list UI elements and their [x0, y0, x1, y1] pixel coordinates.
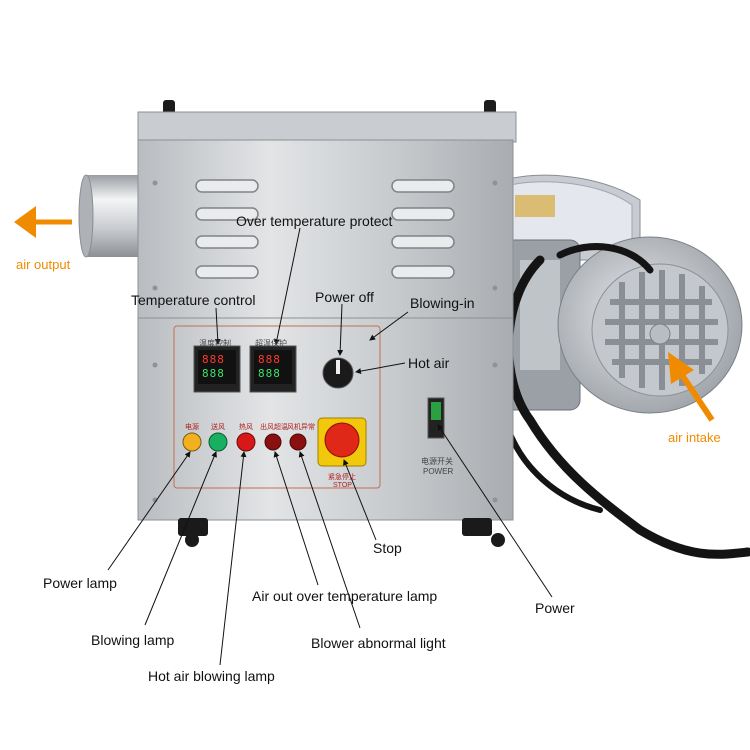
label-over-temperature-protect: Over temperature protect [236, 213, 393, 229]
label-power-lamp: Power lamp [43, 575, 117, 591]
label-stop: Stop [373, 540, 402, 556]
air-out-over-temperature-lamp [264, 433, 282, 451]
cabinet-vents [195, 179, 455, 279]
lamp-caption-power: 电源 [185, 424, 199, 431]
lamp-caption-over-temp: 出风超温 [260, 424, 288, 431]
switch-caption-en: POWER [423, 467, 454, 476]
controller1-display-bottom: 888 [202, 367, 225, 380]
cabinet-feet [178, 518, 505, 547]
controller1-caption: 温度控制 [199, 339, 231, 348]
air-output-arrow-icon [14, 206, 72, 238]
over-temperature-controller[interactable] [249, 345, 297, 393]
blower-abnormal-lamp [289, 433, 307, 451]
label-power-off: Power off [315, 289, 374, 305]
lamp-caption-abnormal: 风机异常 [287, 424, 315, 431]
label-blowing-in: Blowing-in [410, 295, 475, 311]
label-air-out-over-temperature-lamp: Air out over temperature lamp [252, 588, 438, 604]
controller2-display-bottom: 888 [258, 367, 281, 380]
stop-button[interactable] [317, 417, 367, 467]
lamp-caption-hot-air: 热风 [239, 424, 253, 431]
air-outlet-pipe [78, 174, 146, 258]
label-hot-air-blowing-lamp: Hot air blowing lamp [148, 668, 275, 684]
controller1-display-top: 888 [202, 353, 225, 366]
label-temperature-control: Temperature control [131, 292, 256, 308]
controller2-display-top: 888 [258, 353, 281, 366]
switch-caption-cn: 电源开关 [421, 457, 453, 466]
label-blower-abnormal-light: Blower abnormal light [311, 635, 446, 651]
blowing-lamp [208, 432, 228, 452]
power-switch[interactable] [427, 397, 445, 439]
blower-motor [557, 236, 743, 414]
control-panel [173, 325, 381, 489]
air-intake-arrow-icon [668, 352, 715, 422]
callout-lines [107, 227, 553, 666]
controller2-caption: 超温保护 [255, 339, 287, 348]
hot-air-blowing-lamp [236, 432, 256, 452]
stop-caption-en: STOP [333, 482, 352, 489]
label-hot-air: Hot air [408, 355, 450, 371]
label-air-output: air output [16, 257, 71, 272]
label-power: Power [535, 600, 575, 616]
label-air-intake: air intake [668, 430, 721, 445]
selector-knob[interactable] [322, 357, 354, 389]
stop-caption-cn: 紧急停止 [328, 474, 356, 481]
lamp-caption-blowing: 送风 [211, 424, 225, 431]
label-blowing-lamp: Blowing lamp [91, 632, 175, 648]
cabinet-screws [152, 180, 498, 503]
power-lamp [182, 432, 202, 452]
temperature-controller[interactable] [193, 345, 241, 393]
